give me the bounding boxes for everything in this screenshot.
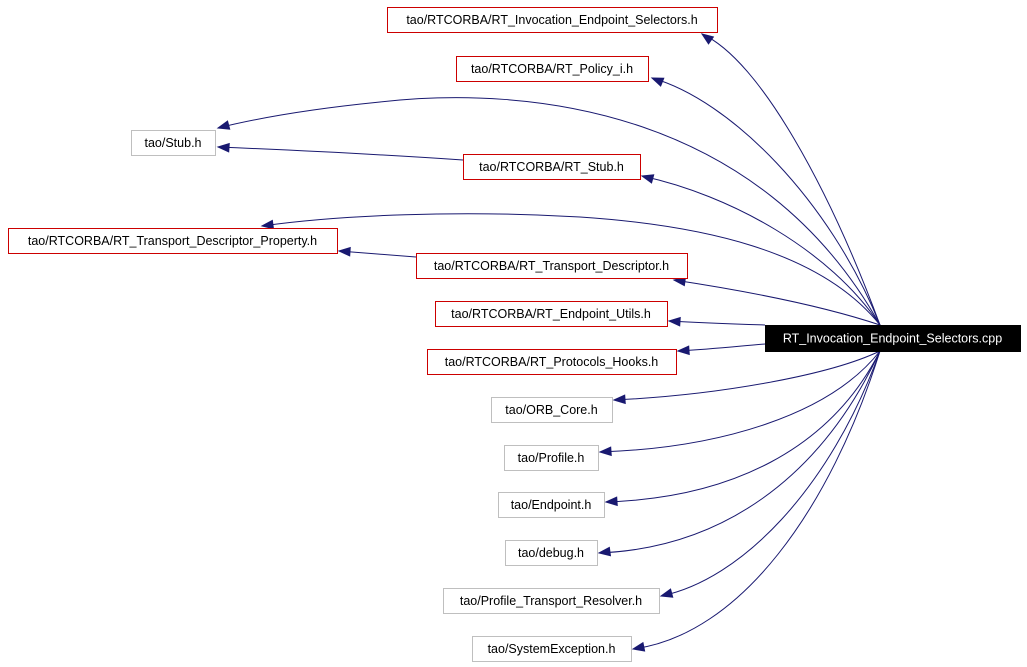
edge-arrowhead xyxy=(216,120,231,130)
edge-line xyxy=(605,350,881,503)
node-label: tao/Endpoint.h xyxy=(511,498,592,512)
edge-arrowhead xyxy=(650,77,665,87)
node-box xyxy=(498,492,605,518)
node-n14[interactable]: tao/SystemException.h xyxy=(472,636,632,662)
edge-root-to-n1 xyxy=(700,33,881,326)
edge-root-to-n11 xyxy=(604,350,881,507)
edge-root-to-n5 xyxy=(260,213,881,326)
root-node[interactable]: RT_Invocation_Endpoint_Selectors.cpp xyxy=(765,325,1021,352)
edge-root-to-n2 xyxy=(650,77,881,326)
node-box xyxy=(463,154,641,180)
node-n4[interactable]: tao/RTCORBA/RT_Stub.h xyxy=(463,154,641,180)
edge-arrowhead xyxy=(216,142,230,153)
edge-line xyxy=(613,350,881,401)
edge-arrowhead xyxy=(659,588,674,598)
node-label: tao/SystemException.h xyxy=(488,642,616,656)
edge-arrowhead xyxy=(598,446,612,457)
nodes-layer: tao/RTCORBA/RT_Invocation_Endpoint_Selec… xyxy=(8,7,1021,662)
edge-arrowhead xyxy=(260,219,275,230)
edge-arrowhead xyxy=(337,246,351,257)
node-label: tao/RTCORBA/RT_Endpoint_Utils.h xyxy=(451,307,651,321)
edge-line xyxy=(651,77,881,326)
node-label: tao/RTCORBA/RT_Transport_Descriptor.h xyxy=(434,259,669,273)
node-box xyxy=(505,540,598,566)
node-n5[interactable]: tao/RTCORBA/RT_Transport_Descriptor_Prop… xyxy=(8,228,338,254)
node-n11[interactable]: tao/Endpoint.h xyxy=(498,492,605,518)
node-label: tao/Profile.h xyxy=(518,451,585,465)
edge-root-to-n12 xyxy=(597,350,881,557)
node-box xyxy=(443,588,660,614)
edge-line xyxy=(632,350,881,650)
node-label: tao/Profile_Transport_Resolver.h xyxy=(460,594,642,608)
edge-line xyxy=(217,146,464,161)
node-n8[interactable]: tao/RTCORBA/RT_Protocols_Hooks.h xyxy=(427,349,677,375)
edge-line xyxy=(217,97,881,326)
edge-arrowhead xyxy=(597,546,612,557)
edge-line xyxy=(673,279,881,326)
edge-root-to-n13 xyxy=(659,350,881,598)
node-label: tao/RTCORBA/RT_Invocation_Endpoint_Selec… xyxy=(406,13,697,27)
node-box xyxy=(765,325,1021,352)
edge-arrowhead xyxy=(667,316,681,327)
node-box xyxy=(416,253,688,279)
node-box xyxy=(131,130,216,156)
edge-arrowhead xyxy=(640,174,655,184)
edge-arrowhead xyxy=(612,394,626,405)
edge-line xyxy=(677,343,766,352)
edge-root-to-n10 xyxy=(598,350,881,457)
node-n6[interactable]: tao/RTCORBA/RT_Transport_Descriptor.h xyxy=(416,253,688,279)
edge-root-to-n9 xyxy=(612,350,881,405)
edges-layer xyxy=(216,33,881,652)
node-box xyxy=(504,445,599,471)
edge-root-to-n6 xyxy=(672,276,881,326)
edge-root-to-n8 xyxy=(676,343,766,356)
node-n13[interactable]: tao/Profile_Transport_Resolver.h xyxy=(443,588,660,614)
edge-line xyxy=(598,350,881,554)
node-n7[interactable]: tao/RTCORBA/RT_Endpoint_Utils.h xyxy=(435,301,668,327)
node-box xyxy=(491,397,613,423)
node-box xyxy=(456,56,649,82)
edge-line xyxy=(660,350,881,597)
node-n3[interactable]: tao/Stub.h xyxy=(131,130,216,156)
node-n10[interactable]: tao/Profile.h xyxy=(504,445,599,471)
edge-root-to-n3 xyxy=(216,97,881,326)
edge-arrowhead xyxy=(700,33,715,45)
edge-line xyxy=(599,350,881,453)
node-label: tao/debug.h xyxy=(518,546,584,560)
edge-line xyxy=(261,213,881,326)
edge-root-to-n7 xyxy=(667,316,766,327)
node-label: tao/Stub.h xyxy=(145,136,202,150)
node-label: tao/RTCORBA/RT_Stub.h xyxy=(479,160,624,174)
edge-line xyxy=(668,320,766,326)
node-box xyxy=(472,636,632,662)
node-label: tao/RTCORBA/RT_Protocols_Hooks.h xyxy=(445,355,659,369)
node-box xyxy=(387,7,718,33)
node-n9[interactable]: tao/ORB_Core.h xyxy=(491,397,613,423)
node-n2[interactable]: tao/RTCORBA/RT_Policy_i.h xyxy=(456,56,649,82)
edge-n4-to-n3 xyxy=(216,142,464,161)
edge-arrowhead xyxy=(631,641,646,652)
node-n1[interactable]: tao/RTCORBA/RT_Invocation_Endpoint_Selec… xyxy=(387,7,718,33)
node-box xyxy=(435,301,668,327)
edge-line xyxy=(641,175,881,326)
edge-line xyxy=(701,33,881,326)
edge-root-to-n4 xyxy=(640,174,881,326)
node-label: RT_Invocation_Endpoint_Selectors.cpp xyxy=(783,332,1002,346)
edge-arrowhead xyxy=(604,496,618,507)
node-label: tao/RTCORBA/RT_Policy_i.h xyxy=(471,62,633,76)
node-label: tao/ORB_Core.h xyxy=(505,403,597,417)
node-box xyxy=(427,349,677,375)
node-n12[interactable]: tao/debug.h xyxy=(505,540,598,566)
edge-n6-to-n5 xyxy=(337,246,417,258)
edge-arrowhead xyxy=(676,345,690,356)
node-label: tao/RTCORBA/RT_Transport_Descriptor_Prop… xyxy=(28,234,317,248)
edge-root-to-n14 xyxy=(631,350,881,652)
edge-line xyxy=(338,250,417,258)
node-box xyxy=(8,228,338,254)
